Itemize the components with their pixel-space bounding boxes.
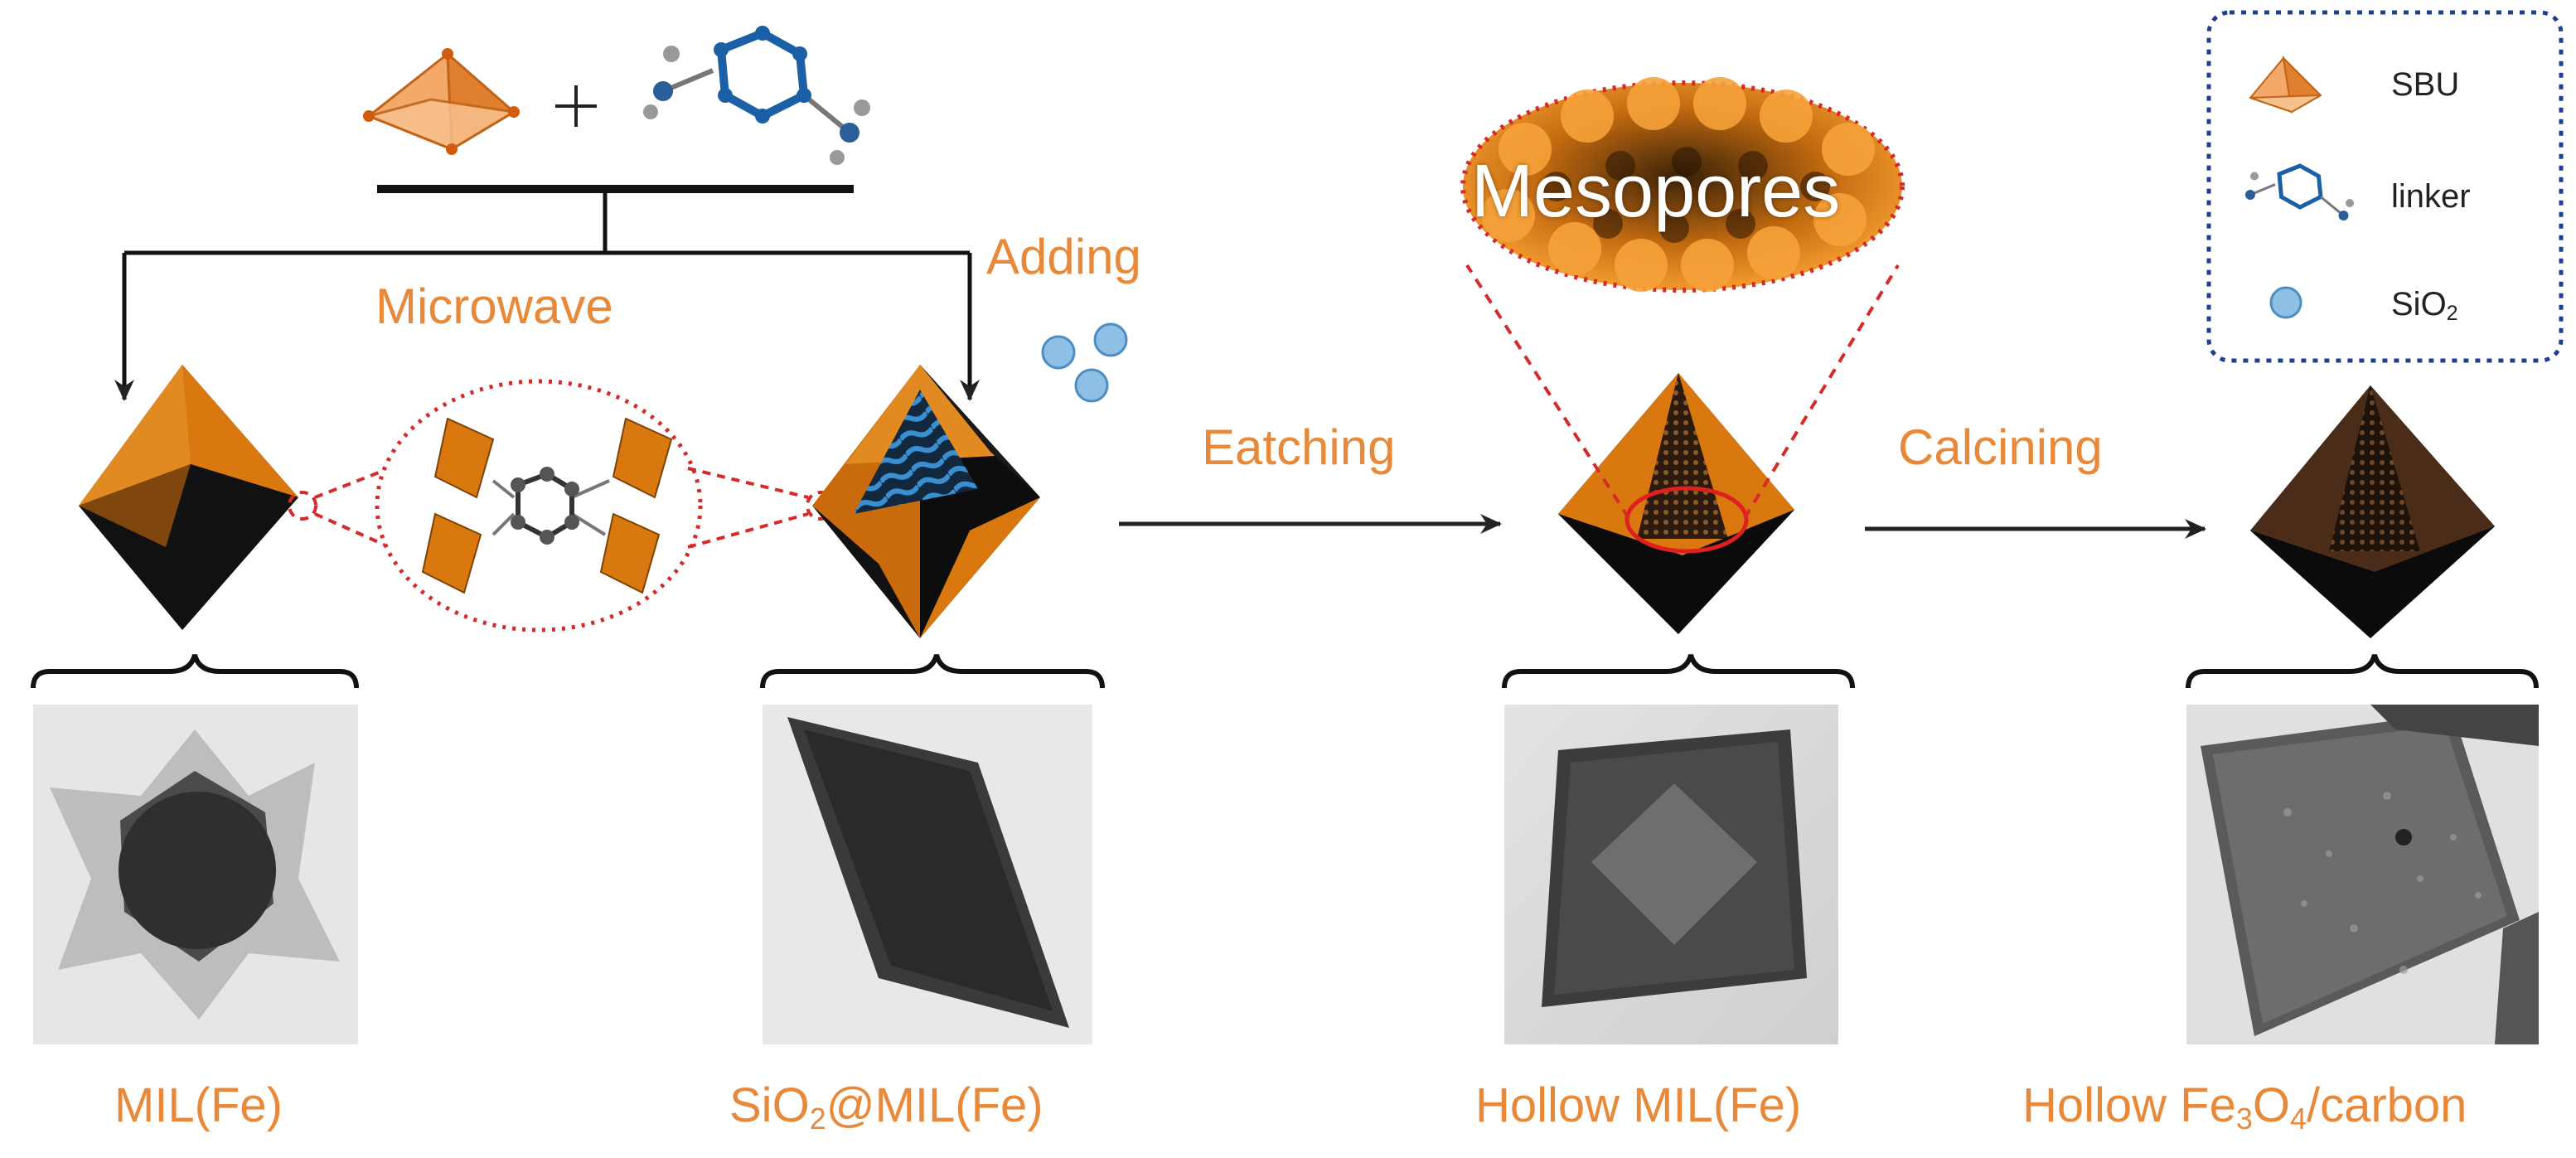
sio2-mil-fe-label: SiO2@MIL(Fe): [729, 1078, 1043, 1136]
sio2-mil-fe-text-1: SiO: [729, 1078, 810, 1132]
hollow-mil-octahedron: [1558, 373, 1794, 634]
legend-sio2-sub: 2: [2446, 303, 2458, 326]
tem-image-hollow-mil: [1504, 705, 1838, 1044]
fe3o4-text-3: /carbon: [2306, 1078, 2467, 1132]
legend-sbu-label: SBU: [2391, 66, 2460, 103]
brace-sio2-mil: [760, 654, 1105, 689]
hollow-fe3o4-carbon-label: Hollow Fe3O4/carbon: [2022, 1078, 2467, 1136]
brace-mil: [31, 654, 359, 689]
fe3o4-sub-2: 4: [2289, 1101, 2307, 1136]
brace-fe3o4: [2186, 654, 2539, 689]
brace-hollow-mil: [1502, 654, 1855, 689]
legend-linker-label: linker: [2391, 178, 2471, 215]
calcining-label: Calcining: [1898, 419, 2103, 475]
linker-molecule-icon: [643, 26, 870, 165]
reaction-arrows: [114, 185, 980, 401]
plus-sign: [555, 85, 597, 127]
mil-fe-label: MIL(Fe): [114, 1078, 283, 1132]
fe3o4-sub-1: 3: [2235, 1101, 2253, 1136]
fe3o4-text-1: Hollow Fe: [2022, 1078, 2236, 1132]
sio2-mil-fe-sub: 2: [809, 1101, 826, 1136]
mil-octahedron: [79, 365, 298, 630]
framework-zoom-ellipse: [375, 379, 703, 632]
sio2-mil-octahedron: [812, 365, 1040, 638]
silica-spheres-icon: [1041, 322, 1128, 403]
legend-sio2-text: SiO: [2391, 286, 2447, 322]
hollow-mil-fe-label: Hollow MIL(Fe): [1475, 1078, 1802, 1132]
legend-sio2-icon: [2269, 286, 2302, 319]
adding-label: Adding: [986, 229, 1141, 284]
fe3o4-carbon-octahedron: [2250, 385, 2495, 638]
sio2-mil-fe-text-2: @MIL(Fe): [826, 1078, 1043, 1132]
microwave-label: Microwave: [375, 279, 613, 334]
fe3o4-text-2: O: [2252, 1078, 2290, 1132]
legend-sio2-label: SiO2: [2391, 286, 2457, 326]
tem-image-fe3o4-carbon: [2186, 705, 2539, 1044]
mesopores-ellipse: [1460, 77, 1905, 293]
mesopore-zoom-lines: [1465, 264, 1900, 520]
etching-label: Eatching: [1202, 419, 1396, 475]
sbu-pyramid-icon: [363, 48, 520, 155]
tem-image-sio2-mil: [763, 705, 1092, 1044]
mesopores-label: Mesopores: [1471, 150, 1841, 233]
legend-sbu-icon: [2249, 56, 2322, 114]
zoom-lines-right: [687, 467, 835, 549]
tem-image-mil: [33, 705, 358, 1044]
zoom-lines-left: [288, 467, 390, 549]
legend-linker-icon: [2245, 163, 2354, 220]
legend-box: [2206, 10, 2564, 363]
